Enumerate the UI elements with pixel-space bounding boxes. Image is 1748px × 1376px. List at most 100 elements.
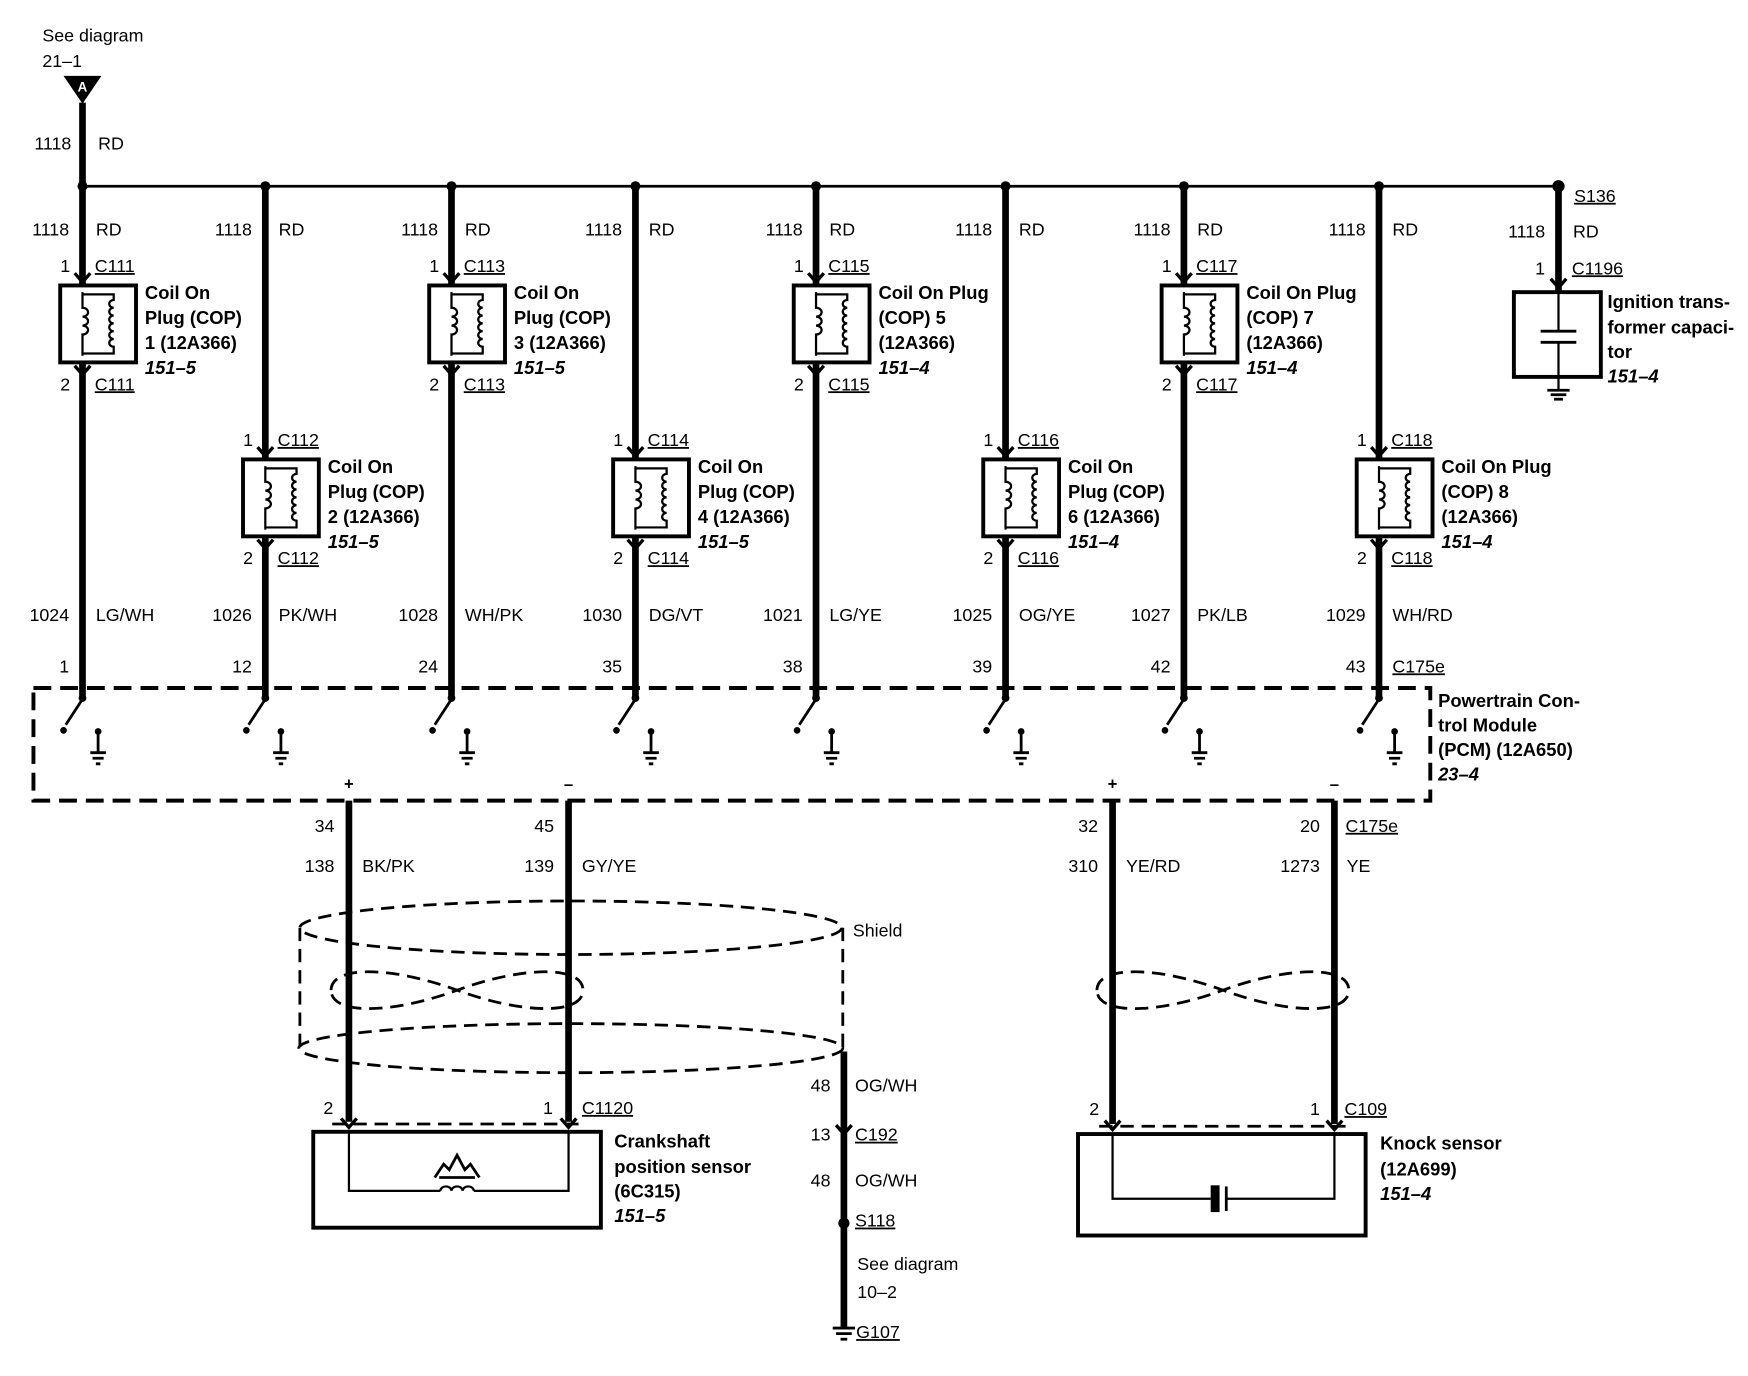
cop-1-primary-winding xyxy=(81,292,90,356)
cop-7-coil-body xyxy=(1159,283,1240,365)
cop-6-bus-junction xyxy=(1000,181,1011,192)
crank-sensor-internal-wiring xyxy=(347,1131,570,1193)
cop-4-circuit-in: 1118 xyxy=(585,219,622,239)
pcm-connector-top: C175e xyxy=(1392,656,1445,676)
cop-1-secondary-winding xyxy=(82,293,115,355)
cop-8-secondary-winding xyxy=(1379,467,1412,529)
cop-8-coil-body xyxy=(1354,457,1435,539)
crank-sensor-pin-pos: 2 xyxy=(323,1098,333,1118)
cop-1-color-out: LG/WH xyxy=(96,605,154,625)
cop-3-bus-junction xyxy=(446,181,457,192)
cop-4-pin-out: 2 xyxy=(613,548,623,568)
cop-5-label-line: Coil On Plug xyxy=(878,282,988,303)
cop-3-label-line: Coil On xyxy=(514,282,579,303)
capacitor-label-line: Ignition trans- xyxy=(1608,291,1730,312)
cop-7-ground-icon xyxy=(1191,731,1208,766)
capacitor-circuit: 1118 xyxy=(1508,222,1545,242)
cop-3-circuit-out: 1028 xyxy=(398,605,438,625)
drain-color-b: OG/WH xyxy=(855,1170,917,1190)
crank-sensor-connector: C1120 xyxy=(582,1098,633,1118)
cop-6-label-line: 6 (12A366) xyxy=(1068,506,1160,527)
cop-5-connector-in: C115 xyxy=(828,256,869,276)
cop-3-page-ref: 151–5 xyxy=(514,357,566,378)
cop-2-label-line: 2 (12A366) xyxy=(328,506,420,527)
cop-8-primary-winding xyxy=(1377,466,1386,530)
capacitor-color: RD xyxy=(1573,222,1599,242)
cop-5-switch-contact xyxy=(793,727,801,734)
cop-2-secondary-winding xyxy=(265,467,298,529)
drain-circuit-b: 48 xyxy=(811,1170,831,1190)
cop-5-connector-out: C115 xyxy=(828,374,869,394)
cop-5-ground-icon xyxy=(823,731,840,766)
cop-3-color-out: WH/PK xyxy=(465,605,524,625)
cop-8-circuit-in: 1118 xyxy=(1329,219,1366,239)
cop-7-label-line: (12A366) xyxy=(1246,332,1323,353)
crank-connector-arrow xyxy=(559,1117,578,1130)
cop-4-secondary-winding xyxy=(635,467,668,529)
cop-8-circuit-out: 1029 xyxy=(1326,605,1366,625)
knock-twisted-pair xyxy=(1095,970,1351,1010)
cop-4-pin-in: 1 xyxy=(613,430,623,450)
cop-8-label-line: (12A366) xyxy=(1441,506,1518,527)
cop-6-circuit-in: 1118 xyxy=(955,219,992,239)
knock-pcm-pin-neg: 20 xyxy=(1300,816,1320,836)
cop-1-circuit-in: 1118 xyxy=(32,219,69,239)
cop-8-color-out: WH/RD xyxy=(1392,605,1453,625)
cop-7-primary-winding xyxy=(1182,292,1191,356)
drain-ref-line1: See diagram xyxy=(857,1254,958,1274)
feed-circuit: 1118 xyxy=(34,133,71,153)
crank-circuit-pos: 138 xyxy=(305,856,335,876)
cop-7-label-line: Coil On Plug xyxy=(1246,282,1356,303)
cop-2-coil-body xyxy=(241,457,321,539)
connector-letter: A xyxy=(78,79,88,94)
cop-3-connector-out-arrow xyxy=(442,364,461,378)
drain-pin: 13 xyxy=(811,1125,831,1145)
cop-7-connector-out-arrow xyxy=(1174,364,1193,378)
cop-2-primary-winding xyxy=(264,466,272,530)
knock-circuit-pos: 310 xyxy=(1068,856,1098,876)
cop-1-connector-out: C111 xyxy=(95,374,135,394)
drain-ref-line2: 10–2 xyxy=(857,1282,897,1302)
knock-connector-arrow xyxy=(1103,1119,1122,1133)
capacitor-connector-arrow xyxy=(1549,277,1568,291)
capacitor-label-line: tor xyxy=(1608,341,1632,362)
cop-5-label-line: (COP) 5 xyxy=(878,307,945,328)
cop-2-label-line: Plug (COP) xyxy=(328,481,425,502)
ground-g107-label: G107 xyxy=(856,1322,900,1342)
cop-6-connector-out: C116 xyxy=(1018,548,1059,568)
cop-8-pcm-pin: 43 xyxy=(1346,656,1366,676)
knock-sensor-page-ref: 151–4 xyxy=(1380,1183,1431,1204)
cop-6-page-ref: 151–4 xyxy=(1068,531,1119,552)
cop-1-label-line: Plug (COP) xyxy=(145,307,242,328)
cop-2-circuit-out: 1026 xyxy=(212,605,252,625)
cop-1-connector-in: C111 xyxy=(95,256,135,276)
cop-8-label-line: Coil On Plug xyxy=(1441,456,1551,477)
shield-cylinder xyxy=(297,899,845,1075)
cop-6-label-line: Coil On xyxy=(1068,456,1133,477)
cop-7-label-line: (COP) 7 xyxy=(1246,307,1313,328)
cop-1-coil-body xyxy=(58,283,138,365)
cop-5-circuit-in: 1118 xyxy=(766,219,803,239)
cop-2-bus-junction xyxy=(260,181,271,192)
cop-3-pin-in: 1 xyxy=(429,256,439,276)
cop-1-label-line: Coil On xyxy=(145,282,210,303)
cop-7-secondary-winding xyxy=(1183,293,1217,355)
cop-6-coil-body xyxy=(981,457,1062,539)
knock-sensor-pin-pos: 2 xyxy=(1089,1099,1099,1119)
crank-connector-arrow xyxy=(339,1117,358,1130)
cop-6-switch-icon xyxy=(987,698,1007,726)
cop-2-pin-in: 1 xyxy=(243,430,253,450)
crank-circuit-neg: 139 xyxy=(524,856,554,876)
capacitor-label-line: former capaci- xyxy=(1608,316,1735,337)
cop-3-circuit-in: 1118 xyxy=(401,219,438,239)
cop-1-switch-contact xyxy=(60,727,67,734)
cop-6-circuit-out: 1025 xyxy=(953,605,993,625)
crank-color-neg: GY/YE xyxy=(582,856,637,876)
cop-5-connector-in-arrow xyxy=(806,272,826,285)
cop-4-label-line: 4 (12A366) xyxy=(698,506,790,527)
cop-2-pcm-pin: 12 xyxy=(232,656,252,676)
cop-7-connector-in: C117 xyxy=(1196,256,1237,276)
pcm-page-ref: 23–4 xyxy=(1437,764,1479,785)
cop-1-label-line: 1 (12A366) xyxy=(145,332,237,353)
